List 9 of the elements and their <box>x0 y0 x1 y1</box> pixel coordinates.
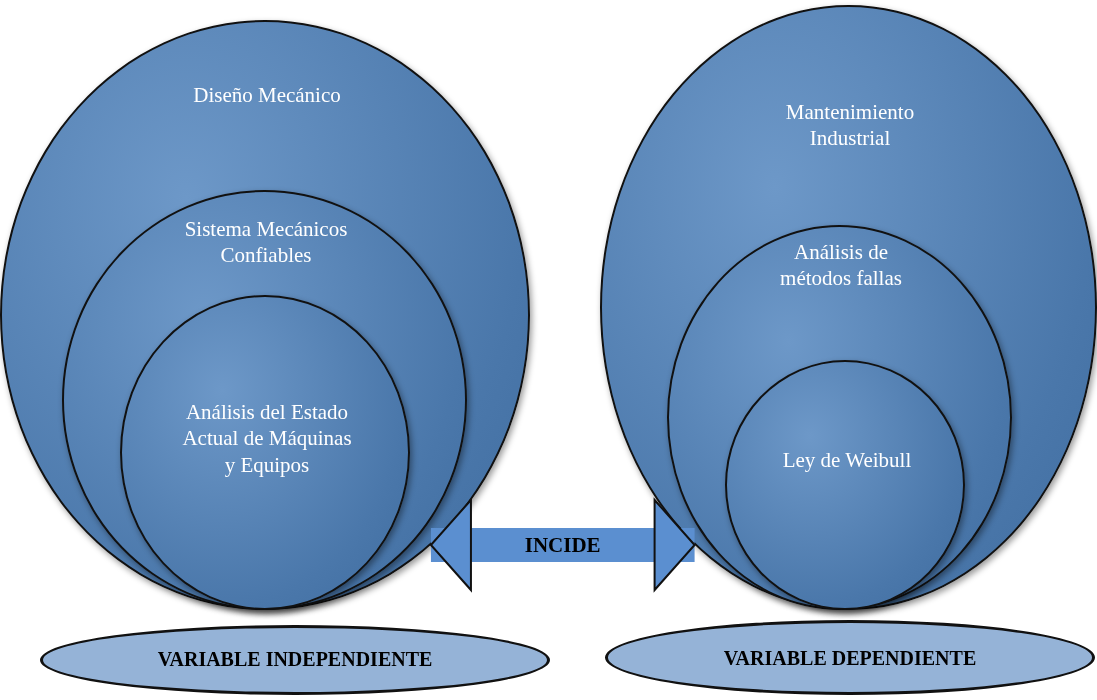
node-label: Diseño Mecánico <box>192 82 342 109</box>
node-label: Sistema Mecánicos Confiables <box>183 216 349 269</box>
variable-label: VARIABLE INDEPENDIENTE <box>156 648 434 671</box>
node-label: Mantenimiento Industrial <box>784 99 916 152</box>
double-arrow <box>429 499 696 591</box>
node-label: Análisis de métodos fallas <box>779 239 903 292</box>
node-label: Análisis del Estado Actual de Máquinas y Equipos <box>181 399 353 478</box>
variable-label: VARIABLE DEPENDIENTE <box>722 647 978 670</box>
node-label: Ley de Weibull <box>781 447 913 474</box>
